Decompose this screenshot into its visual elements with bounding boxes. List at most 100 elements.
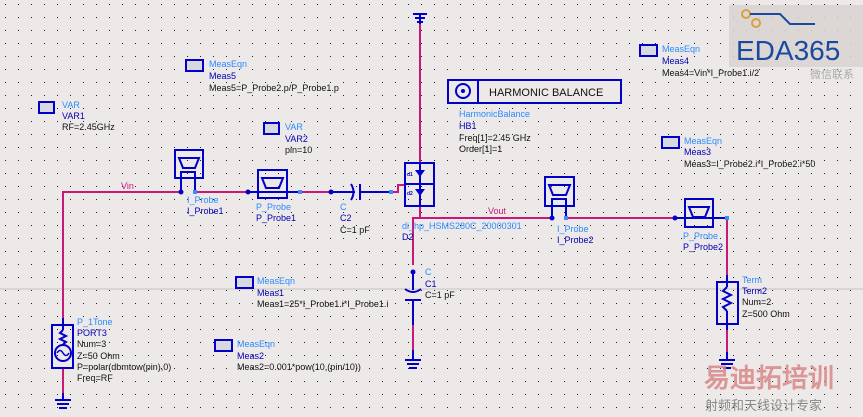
ground-icon xyxy=(719,352,735,369)
port3-source[interactable]: P_1Tone PORT3 Num=3 Z=50 Ohm P=polar(dbm… xyxy=(51,317,171,383)
meas-eqn-icon xyxy=(639,44,658,57)
component-name: C1 xyxy=(425,279,437,289)
component-name: VAR1 xyxy=(62,111,85,121)
component-param: Num=3 xyxy=(77,339,106,349)
net-label-vout: Vout xyxy=(488,206,507,216)
component-name: HB1 xyxy=(459,121,477,131)
component-type: MeasEqn xyxy=(209,59,247,69)
watermark-text: 易迪拓培训 xyxy=(704,363,834,393)
component-name: Meas4 xyxy=(662,56,689,66)
eda365-subtext: 微信联系 xyxy=(810,67,854,81)
var1-block[interactable]: VAR VAR1 RF=2.45GHz xyxy=(38,100,115,132)
component-type: MeasEqn xyxy=(237,339,275,349)
meter-icon xyxy=(177,157,201,169)
meter-icon xyxy=(260,177,285,189)
meas2-block[interactable]: MeasEqn Meas2 Meas2=0.001*pow(10,(pin/10… xyxy=(214,339,361,372)
p-probe1[interactable]: P_Probe P_Probe1 xyxy=(245,169,303,223)
hb-title: HARMONIC BALANCE xyxy=(489,87,603,99)
diode-icon xyxy=(415,189,425,196)
component-param: Meas4=Vin*I_Probe1.i/2 xyxy=(662,68,759,78)
component-type: I_Probe xyxy=(187,195,219,205)
watermark-subtext: 射频和天线设计专家 xyxy=(705,398,822,413)
meas-eqn-icon xyxy=(185,59,204,72)
component-type: HarmonicBalance xyxy=(459,109,530,119)
p-probe2[interactable]: P_Probe P_Probe2 xyxy=(672,198,730,252)
diode-d2[interactable]: d1 d2 di_hp_HSMS280C_20000301 D2 xyxy=(402,162,522,242)
yidituo-watermark: 易迪拓培训 射频和天线设计专家 xyxy=(704,363,834,413)
net-label-vin: Vin xyxy=(121,181,134,191)
component-type: MeasEqn xyxy=(662,44,700,54)
component-type: P_Probe xyxy=(683,231,718,241)
component-name: Meas2 xyxy=(237,351,264,361)
resistor-icon xyxy=(720,286,734,312)
meas4-block[interactable]: MeasEqn Meas4 Meas4=Vin*I_Probe1.i/2 xyxy=(639,44,759,78)
component-type: MeasEqn xyxy=(257,276,295,286)
component-param: Meas5=P_Probe2.p/P_Probe1.p xyxy=(209,83,339,93)
component-param: RF=2.45GHz xyxy=(62,122,115,132)
capacitor-c1[interactable]: C C1 C=1 pF xyxy=(404,267,455,325)
component-param: Num=2 xyxy=(742,297,771,307)
component-param: Meas2=0.001*pow(10,(pin/10)) xyxy=(237,362,361,372)
component-param: Freq[1]=2.45 GHz xyxy=(459,133,531,143)
var-eqn-icon xyxy=(263,122,280,135)
component-param: C=1 pF xyxy=(425,290,455,300)
component-name: Meas1 xyxy=(257,288,284,298)
component-param: Freq=RF xyxy=(77,373,113,383)
component-name: VAR2 xyxy=(285,134,308,144)
component-param: Meas3=I_Probe2.i*I_Probe2.i*50 xyxy=(684,159,815,169)
component-param: P=polar(dbmtow(pin),0) xyxy=(77,362,171,372)
component-type: P_Probe xyxy=(256,202,291,212)
component-name: C2 xyxy=(340,213,352,223)
component-type: MeasEqn xyxy=(684,136,722,146)
component-name: I_Probe1 xyxy=(187,206,224,216)
component-param: Order[1]=1 xyxy=(459,144,502,154)
harmonic-balance-icon xyxy=(455,83,471,99)
component-param: C=1 pF xyxy=(340,225,370,235)
component-type: C xyxy=(425,267,432,277)
meas3-block[interactable]: MeasEqn Meas3 Meas3=I_Probe2.i*I_Probe2.… xyxy=(661,136,815,169)
component-name: Meas5 xyxy=(209,71,236,81)
meter-icon xyxy=(547,184,572,196)
meas1-block[interactable]: MeasEqn Meas1 Meas1=25*I_Probe1.i*I_Prob… xyxy=(235,276,388,309)
component-type: P_1Tone xyxy=(77,317,113,327)
component-name: Term2 xyxy=(742,286,767,296)
component-name: P_Probe2 xyxy=(683,242,723,252)
meas5-block[interactable]: MeasEqn Meas5 Meas5=P_Probe2.p/P_Probe1.… xyxy=(185,59,339,93)
pin-label: d2 xyxy=(407,191,413,197)
component-name: Meas3 xyxy=(684,147,711,157)
var-eqn-icon xyxy=(38,101,55,114)
component-type: Term xyxy=(742,275,762,285)
component-param: Meas1=25*I_Probe1.i*I_Probe1.i xyxy=(257,299,388,309)
resistor-icon xyxy=(57,329,69,345)
ac-source-icon xyxy=(54,344,72,362)
component-type: I_Probe xyxy=(557,224,589,234)
eda365-logo: EDA365 微信联系 xyxy=(729,5,863,81)
component-param: pin=10 xyxy=(285,145,312,155)
term2[interactable]: Term Term2 Num=2 Z=500 Ohm xyxy=(716,275,790,330)
meas-eqn-icon xyxy=(235,276,254,289)
ground-icon xyxy=(413,13,427,24)
component-param: Z=500 Ohm xyxy=(742,309,790,319)
pin-label: d1 xyxy=(407,172,413,178)
diode-icon xyxy=(415,170,425,177)
harmonic-balance-block[interactable]: HARMONIC BALANCE HarmonicBalance HB1 Fre… xyxy=(447,79,622,154)
component-type: C xyxy=(340,202,347,212)
ground-icon xyxy=(405,350,421,369)
component-name: P_Probe1 xyxy=(256,213,296,223)
component-type: VAR xyxy=(285,122,303,132)
component-param: Z=50 Ohm xyxy=(77,351,120,361)
component-name: I_Probe2 xyxy=(557,235,594,245)
component-type: di_hp_HSMS280C_20000301 xyxy=(402,221,522,231)
capacitor-c2[interactable]: C C2 C=1 pF xyxy=(328,183,394,235)
component-type: VAR xyxy=(62,100,80,110)
ground-icon xyxy=(55,393,71,409)
i-probe1[interactable]: I_Probe I_Probe1 xyxy=(174,149,224,216)
component-name: PORT3 xyxy=(77,328,107,338)
var2-block[interactable]: VAR VAR2 pin=10 xyxy=(263,122,312,155)
eda365-text: EDA365 xyxy=(736,35,840,66)
meas-eqn-icon xyxy=(214,339,233,352)
i-probe2[interactable]: I_Probe I_Probe2 xyxy=(544,176,594,245)
